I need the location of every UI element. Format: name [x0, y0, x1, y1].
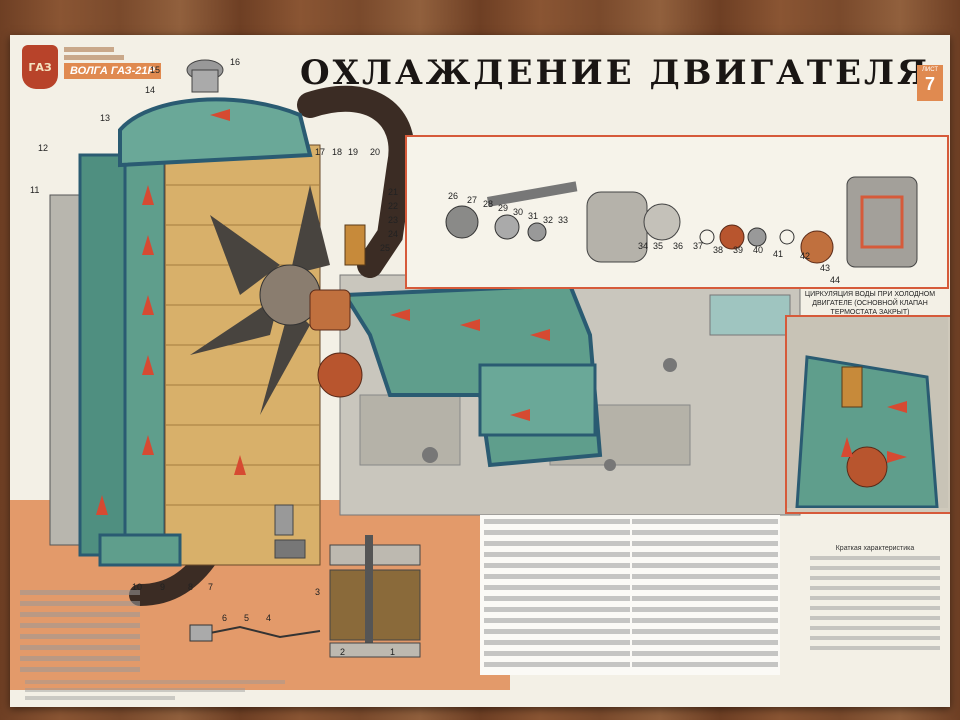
- callout-number: 38: [713, 245, 724, 255]
- water-jacket: [341, 282, 603, 468]
- sheet-badge: ЛИСТ 7: [917, 65, 943, 101]
- callout-number: 22: [388, 201, 399, 211]
- radiator: [49, 97, 321, 567]
- mounting-detail: [329, 535, 421, 658]
- callout-number: 36: [673, 241, 684, 251]
- callout-number: 7: [208, 582, 214, 592]
- callout-number: 41: [773, 249, 784, 259]
- sheet-number: 7: [924, 74, 935, 94]
- callout-number: 16: [230, 57, 241, 67]
- thermostat: [344, 224, 366, 266]
- callout-number: 39: [733, 245, 744, 255]
- callout-number: 26: [448, 191, 459, 201]
- callout-number: 31: [528, 211, 539, 221]
- cooling-system-illustration: [49, 59, 801, 658]
- callout-number: 13: [100, 113, 111, 123]
- spec-title: Краткая характеристика: [835, 545, 915, 552]
- upper-radiator-hose: [297, 85, 415, 278]
- water-pump: [309, 289, 363, 398]
- callout-number: 1: [390, 647, 396, 657]
- callout-number: 28: [483, 199, 494, 209]
- gaz-emblem-logo: ГАЗ: [22, 45, 58, 89]
- callout-number: 12: [38, 143, 49, 153]
- callout-number: 33: [558, 215, 569, 225]
- callout-number: 10: [132, 582, 143, 592]
- callout-number: 34: [638, 241, 649, 251]
- callout-number: 43: [820, 263, 831, 273]
- poster: ГАЗ ВОЛГА ГАЗ-21Р ОХЛАЖДЕНИЕ ДВИГАТЕЛЯ Л…: [10, 35, 950, 707]
- cold-engine-circulation-view: [785, 315, 950, 514]
- callout-number: 20: [370, 147, 381, 157]
- water-pump-exploded-view: [405, 135, 949, 289]
- sheet-label: ЛИСТ: [921, 67, 939, 73]
- callout-number: 2: [340, 647, 346, 657]
- brief-specifications: Краткая характеристика: [810, 545, 940, 660]
- callout-number: 11: [30, 185, 40, 195]
- callout-number: 29: [498, 203, 509, 213]
- callout-number: 42: [800, 251, 811, 261]
- callout-number: 19: [348, 147, 359, 157]
- callout-number: 5: [244, 613, 250, 623]
- callout-number: 23: [388, 215, 399, 225]
- radiator-cap: [186, 59, 224, 93]
- legend-column-right: [632, 519, 778, 673]
- drain-cock-detail: [189, 504, 321, 642]
- callout-number: 21: [388, 187, 399, 197]
- exploded-parts: [445, 176, 918, 268]
- callout-number: 37: [693, 241, 704, 251]
- parts-legend: [480, 515, 780, 675]
- poster-title: ОХЛАЖДЕНИЕ ДВИГАТЕЛЯ: [300, 53, 931, 93]
- callout-number: 8: [188, 582, 194, 592]
- callout-number: 6: [222, 613, 228, 623]
- callout-number: 17: [315, 147, 326, 157]
- flow-arrows: [96, 109, 550, 515]
- callout-number: 35: [653, 241, 664, 251]
- callout-number: 4: [266, 613, 272, 623]
- callout-number: 30: [513, 207, 524, 217]
- circulation-caption: ЦИРКУЛЯЦИЯ ВОДЫ ПРИ ХОЛОДНОМ ДВИГАТЕЛЕ (…: [804, 291, 936, 316]
- header-subtitle-2: [64, 55, 124, 60]
- callout-number: 25: [380, 243, 391, 253]
- parts-legend-left: [20, 590, 140, 678]
- fan: [190, 185, 330, 415]
- callout-number: 40: [753, 245, 764, 255]
- callout-number: 15: [150, 65, 161, 75]
- callout-number: 18: [332, 147, 343, 157]
- callout-number: 9: [160, 582, 166, 592]
- callout-number: 32: [543, 215, 554, 225]
- callout-number: 14: [145, 85, 156, 95]
- header-subtitle-1: [64, 47, 114, 52]
- publisher-credits: [25, 680, 325, 704]
- callout-number: 3: [315, 587, 321, 597]
- legend-column-left: [484, 519, 630, 673]
- callout-number: 27: [467, 195, 478, 205]
- model-badge: ВОЛГА ГАЗ-21Р: [64, 63, 161, 79]
- callout-number: 44: [830, 275, 841, 285]
- circulation-diagram: [787, 317, 948, 509]
- callout-number: 24: [388, 229, 399, 239]
